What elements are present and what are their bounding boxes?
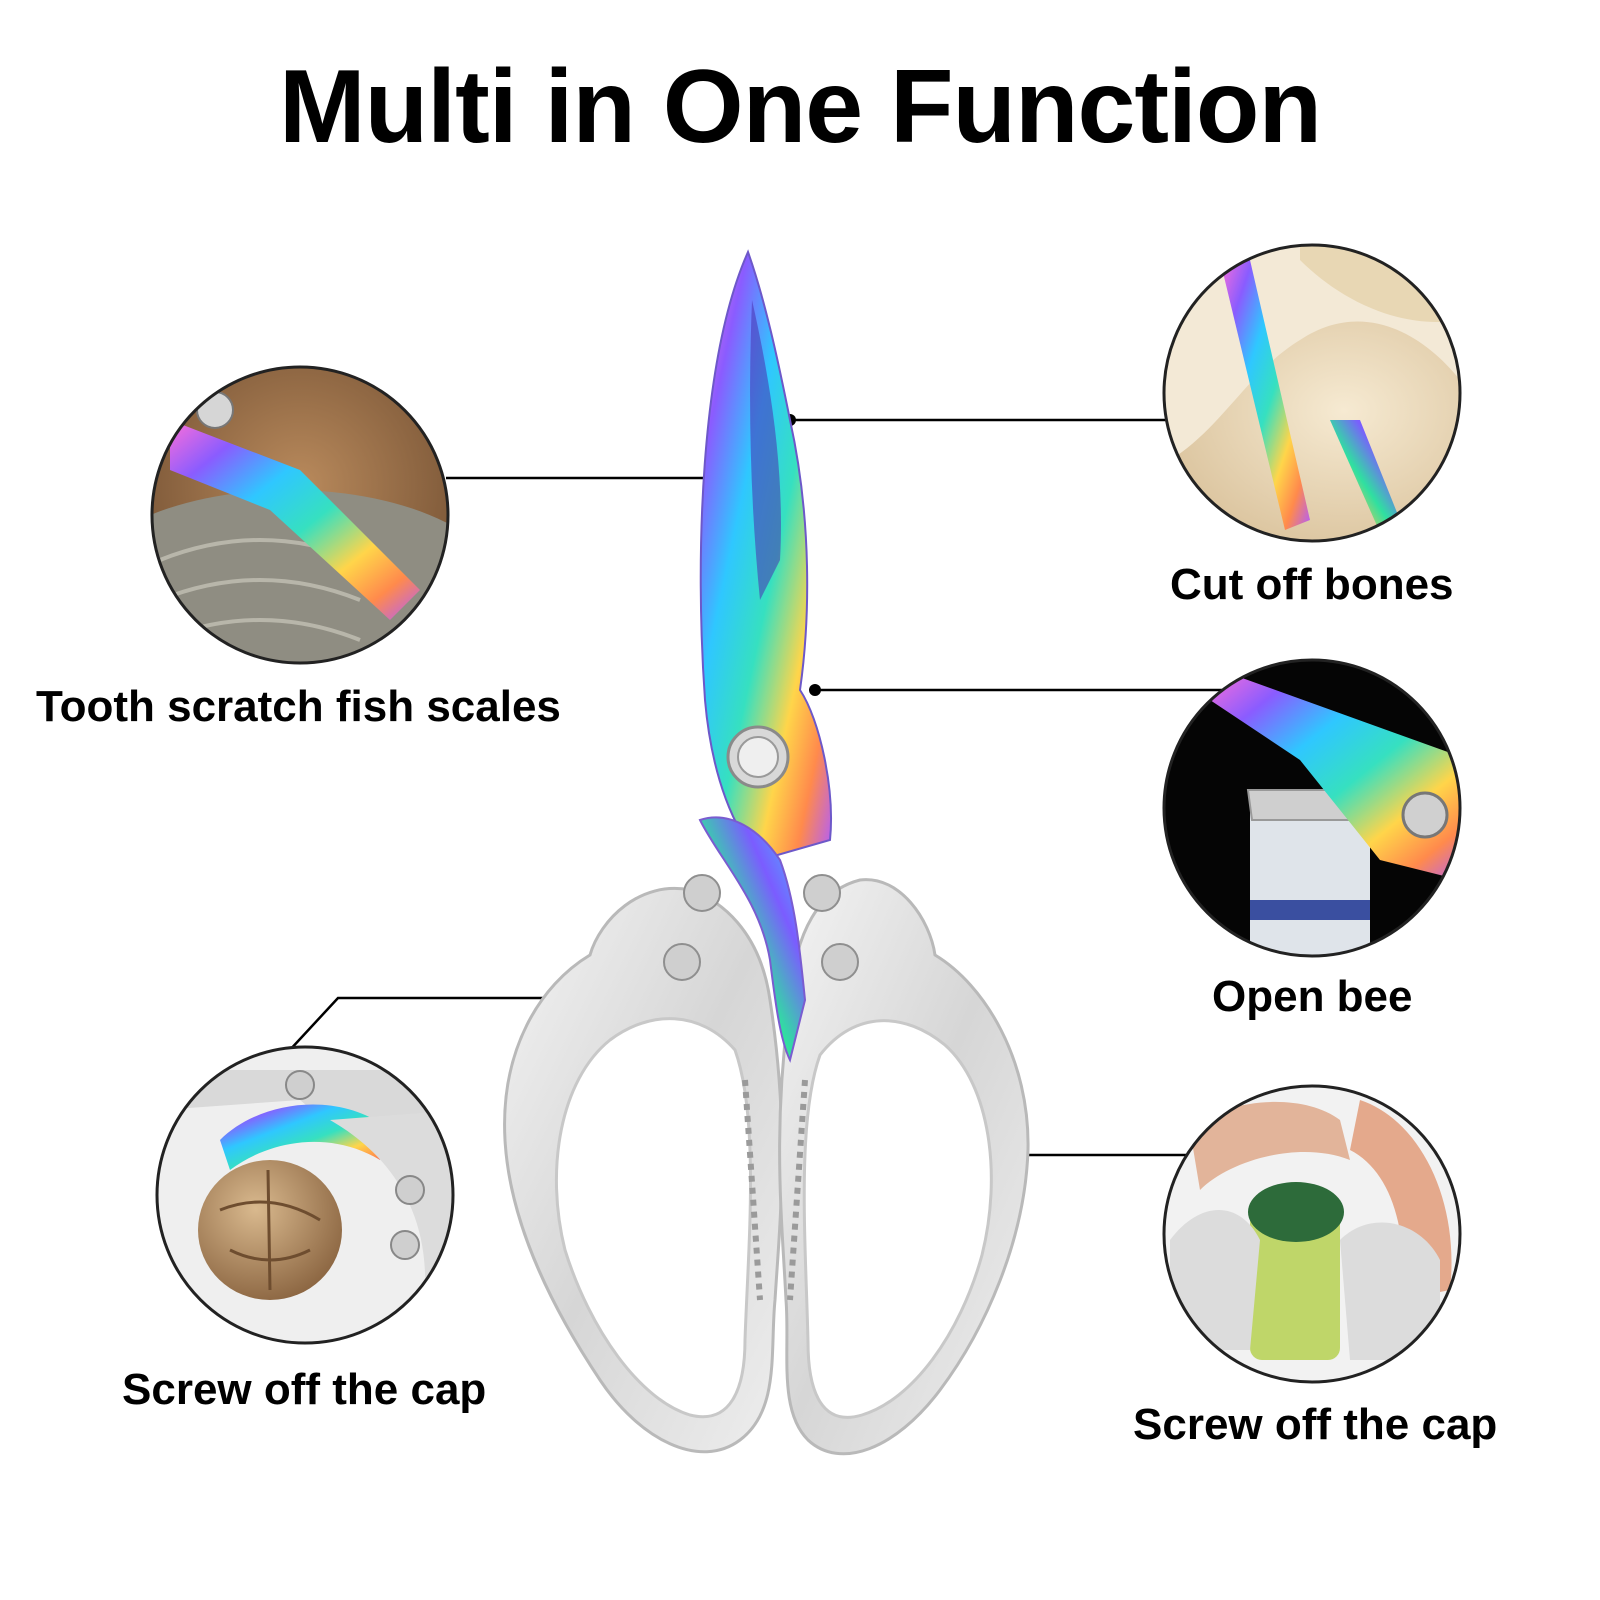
fish-scale-closeup-image xyxy=(150,365,450,665)
caption-cut-bones: Cut off bones xyxy=(1170,560,1454,609)
caption-fish-scales: Tooth scratch fish scales xyxy=(36,682,561,731)
bottle-opener-closeup-image xyxy=(1162,658,1462,958)
cutting-bones-closeup-image xyxy=(1162,243,1462,543)
callout-dot-bottle xyxy=(809,684,821,696)
page-title: Multi in One Function xyxy=(279,49,1322,165)
lower-blade xyxy=(698,816,807,1063)
jar-cap-closeup-image xyxy=(1162,1084,1462,1384)
caption-screw-cap-left: Screw off the cap xyxy=(122,1365,487,1414)
caption-screw-cap-right: Screw off the cap xyxy=(1133,1400,1498,1449)
caption-open-bee: Open bee xyxy=(1212,972,1413,1021)
scissors-icon xyxy=(503,249,1030,1456)
walnut-cracker-closeup-image xyxy=(155,1045,455,1345)
